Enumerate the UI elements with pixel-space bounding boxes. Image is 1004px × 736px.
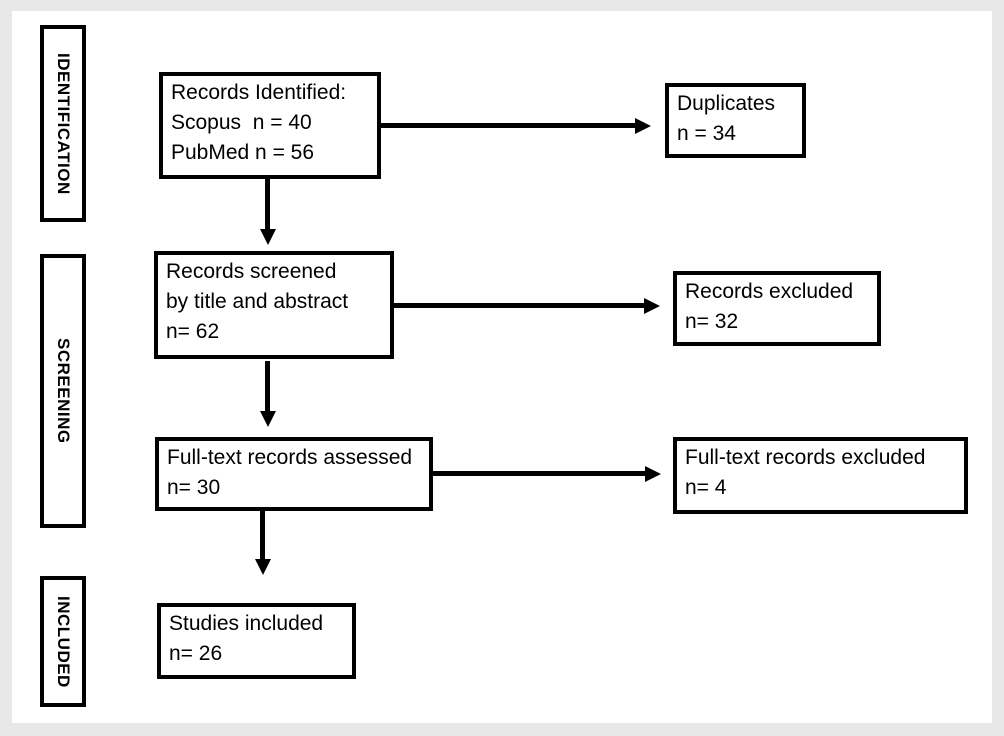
stage-label-included: INCLUDED (40, 576, 86, 707)
records-identified-line2: Scopus n = 40 (171, 111, 312, 134)
records-screened-line2: by title and abstract (166, 290, 349, 313)
records-screened-line1: Records screened (166, 260, 337, 283)
diagram-canvas: IDENTIFICATION SCREENING INCLUDED Record… (12, 11, 992, 723)
records-identified-line1: Records Identified: (171, 81, 347, 104)
arrow-screened-to-fulltext (265, 361, 270, 411)
fulltext-excluded-line1: Full-text records excluded (685, 446, 926, 469)
stage-label-identification-text: IDENTIFICATION (54, 52, 73, 195)
records-screened-line3: n= 62 (166, 320, 220, 343)
box-records-excluded: Records excluded n= 32 (673, 271, 881, 346)
fulltext-assessed-line1: Full-text records assessed (167, 446, 413, 469)
arrow-fulltext-to-excluded (433, 471, 645, 476)
duplicates-line1: Duplicates (677, 92, 776, 115)
box-records-identified: Records Identified: Scopus n = 40 PubMed… (159, 72, 381, 179)
box-duplicates: Duplicates n = 34 (665, 83, 806, 158)
duplicates-line2: n = 34 (677, 122, 736, 145)
stage-label-identification: IDENTIFICATION (40, 25, 86, 222)
studies-included-line1: Studies included (169, 612, 324, 635)
arrow-fulltext-to-included (260, 511, 265, 559)
arrow-identified-to-screened (265, 179, 270, 229)
fulltext-excluded-line2: n= 4 (685, 476, 727, 499)
stage-label-screening: SCREENING (40, 254, 86, 528)
stage-label-included-text: INCLUDED (54, 595, 73, 688)
studies-included-line2: n= 26 (169, 642, 223, 665)
arrow-screened-to-excluded (394, 303, 644, 308)
box-fulltext-excluded: Full-text records excluded n= 4 (673, 437, 968, 514)
stage-label-screening-text: SCREENING (54, 338, 73, 444)
box-records-screened: Records screened by title and abstract n… (154, 251, 394, 359)
arrow-identified-to-duplicates (381, 123, 635, 128)
records-identified-line3: PubMed n = 56 (171, 141, 315, 164)
fulltext-assessed-line2: n= 30 (167, 476, 221, 499)
box-studies-included: Studies included n= 26 (157, 603, 356, 679)
records-excluded-line1: Records excluded (685, 280, 854, 303)
box-fulltext-assessed: Full-text records assessed n= 30 (155, 437, 433, 511)
records-excluded-line2: n= 32 (685, 310, 739, 333)
